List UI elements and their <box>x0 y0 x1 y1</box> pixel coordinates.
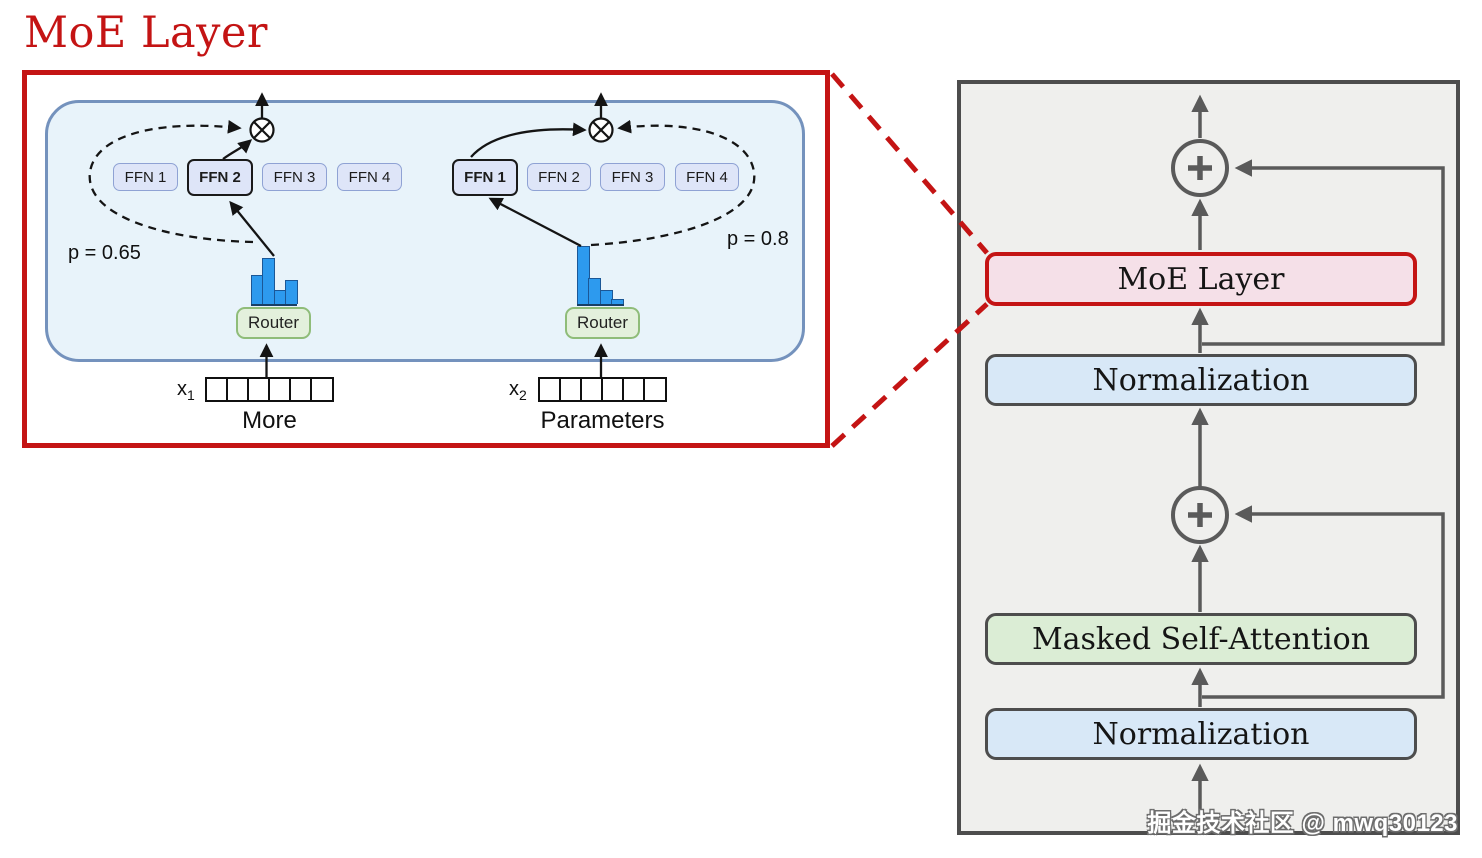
ffn-label: FFN 3 <box>273 168 316 186</box>
ffn-box: FFN 4 <box>337 163 402 191</box>
router-probability-bar <box>599 290 613 304</box>
ffn-label: FFN 2 <box>538 168 580 186</box>
vector-cell <box>643 377 667 402</box>
input-symbol: x1 <box>177 378 195 403</box>
ffn-box: FFN 4 <box>675 163 739 191</box>
block-label: Normalization <box>1092 362 1310 398</box>
input-vector <box>538 377 667 402</box>
moe-layer-block: MoE Layer <box>985 252 1417 306</box>
block-label: Normalization <box>1092 716 1310 752</box>
ffn-box: FFN 3 <box>600 163 665 191</box>
router-label: Router <box>247 313 300 332</box>
router-distribution <box>577 246 625 306</box>
vector-caption: More <box>242 407 297 434</box>
router-probability-bar <box>611 299 625 304</box>
block-label: Masked Self-Attention <box>1031 621 1371 657</box>
vector-cell <box>310 377 334 402</box>
ffn-label: FFN 4 <box>348 168 391 186</box>
ffn-label: FFN 2 <box>199 169 241 186</box>
probability-label: p = 0.8 <box>727 228 789 250</box>
probability-label: p = 0.65 <box>68 242 141 264</box>
input-symbol-letter: x <box>509 378 519 400</box>
ffn-label: FFN 1 <box>464 169 506 186</box>
input-symbol: x2 <box>509 378 527 403</box>
ffn-box: FFN 3 <box>262 163 327 191</box>
input-symbol-subscript: 1 <box>187 387 195 403</box>
router-probability-bar <box>285 280 299 304</box>
figure-title: MoE Layer <box>24 8 268 58</box>
input-symbol-letter: x <box>177 378 187 400</box>
normalization-block: Normalization <box>985 354 1417 406</box>
ffn-box-selected: FFN 1 <box>452 159 518 196</box>
ffn-box: FFN 1 <box>113 163 178 191</box>
normalization-block: Normalization <box>985 708 1417 760</box>
input-symbol-subscript: 2 <box>519 387 527 403</box>
block-label: MoE Layer <box>1117 261 1285 297</box>
ffn-box: FFN 2 <box>527 163 591 191</box>
expert-container <box>45 100 805 362</box>
router-distribution <box>251 248 299 306</box>
masked-self-attention-block: Masked Self-Attention <box>985 613 1417 665</box>
router-box: Router <box>565 307 640 339</box>
watermark: 掘金技术社区 @ mwq30123 <box>1147 810 1458 837</box>
vector-caption: Parameters <box>540 407 665 434</box>
router-label: Router <box>576 313 629 332</box>
router-probability-bar <box>262 258 276 304</box>
ffn-label: FFN 3 <box>611 168 654 186</box>
ffn-box-selected: FFN 2 <box>187 159 253 196</box>
input-vector <box>205 377 334 402</box>
ffn-label: FFN 1 <box>124 168 167 186</box>
router-probability-bar <box>577 246 590 304</box>
ffn-label: FFN 4 <box>686 168 728 186</box>
router-box: Router <box>236 307 311 339</box>
